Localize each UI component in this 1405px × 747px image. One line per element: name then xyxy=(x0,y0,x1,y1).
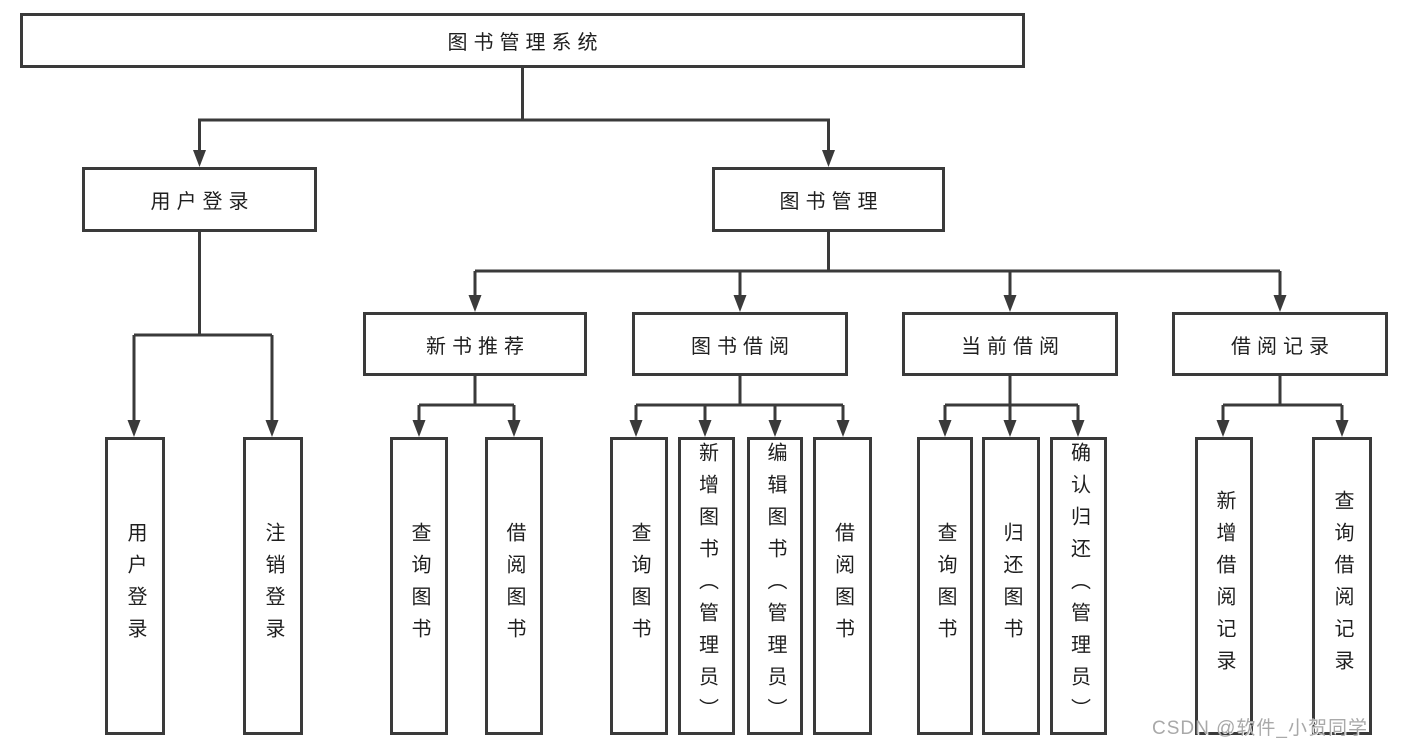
connector-current-borrow-subtree xyxy=(938,376,1085,437)
node-book-borrow-label: 图书借阅 xyxy=(691,335,795,358)
leaf-current-return-books: 归还图书 xyxy=(982,437,1040,735)
leaf-borrow-add-books-admin-label: 新增图书（管理员） xyxy=(695,442,718,730)
node-user-login-label: 用户登录 xyxy=(150,191,255,213)
node-borrow-records-label: 借阅记录 xyxy=(1231,335,1335,358)
leaf-borrow-edit-books-admin: 编辑图书（管理员） xyxy=(747,437,803,735)
leaf-borrow-borrow-books: 借阅图书 xyxy=(813,437,872,735)
connector-new-book-recommend-subtree xyxy=(412,376,521,437)
leaf-borrow-query-books-label: 查询图书 xyxy=(628,522,650,650)
node-user-login: 用户登录 xyxy=(82,167,317,232)
node-new-book-recommend: 新书推荐 xyxy=(363,312,587,376)
connector-book-borrow-subtree xyxy=(629,376,850,437)
leaf-borrow-query-books: 查询图书 xyxy=(610,437,668,735)
leaf-records-query-record-label: 查询借阅记录 xyxy=(1331,490,1353,682)
leaf-borrow-add-books-admin: 新增图书（管理员） xyxy=(678,437,735,735)
node-current-borrow: 当前借阅 xyxy=(902,312,1118,376)
leaf-newbook-borrow-books: 借阅图书 xyxy=(485,437,543,735)
node-book-management: 图书管理 xyxy=(712,167,945,232)
leaf-records-query-record: 查询借阅记录 xyxy=(1312,437,1372,735)
leaf-newbook-query-books: 查询图书 xyxy=(390,437,448,735)
watermark: CSDN @软件_小贺同学 xyxy=(1152,718,1368,739)
node-root: 图书管理系统 xyxy=(20,13,1025,68)
leaf-current-confirm-return-admin-label: 确认归还（管理员） xyxy=(1067,442,1090,730)
connector-borrow-records-subtree xyxy=(1216,376,1349,437)
leaf-newbook-query-books-label: 查询图书 xyxy=(408,522,430,650)
leaf-user-login-label: 用户登录 xyxy=(124,522,146,650)
node-new-book-recommend-label: 新书推荐 xyxy=(426,335,530,358)
leaf-logout-label: 注销登录 xyxy=(262,522,284,650)
node-borrow-records: 借阅记录 xyxy=(1172,312,1388,376)
node-book-borrow: 图书借阅 xyxy=(632,312,848,376)
connector-root-to-level1 xyxy=(193,67,835,167)
leaf-current-confirm-return-admin: 确认归还（管理员） xyxy=(1050,437,1107,735)
leaf-current-return-books-label: 归还图书 xyxy=(1000,522,1022,650)
connector-user-login-subtree xyxy=(127,232,279,437)
leaf-logout: 注销登录 xyxy=(243,437,303,735)
node-book-management-label: 图书管理 xyxy=(779,191,884,213)
leaf-borrow-borrow-books-label: 借阅图书 xyxy=(831,522,854,650)
leaf-records-add-record-label: 新增借阅记录 xyxy=(1213,490,1235,682)
leaf-current-query-books-label: 查询图书 xyxy=(934,522,956,650)
node-root-label: 图书管理系统 xyxy=(447,32,604,54)
node-current-borrow-label: 当前借阅 xyxy=(961,335,1065,358)
connector-book-management-subtree xyxy=(468,232,1287,312)
leaf-records-add-record: 新增借阅记录 xyxy=(1195,437,1253,735)
leaf-user-login: 用户登录 xyxy=(105,437,165,735)
leaf-current-query-books: 查询图书 xyxy=(917,437,973,735)
leaf-borrow-edit-books-admin-label: 编辑图书（管理员） xyxy=(764,442,786,730)
leaf-newbook-borrow-books-label: 借阅图书 xyxy=(503,522,525,650)
